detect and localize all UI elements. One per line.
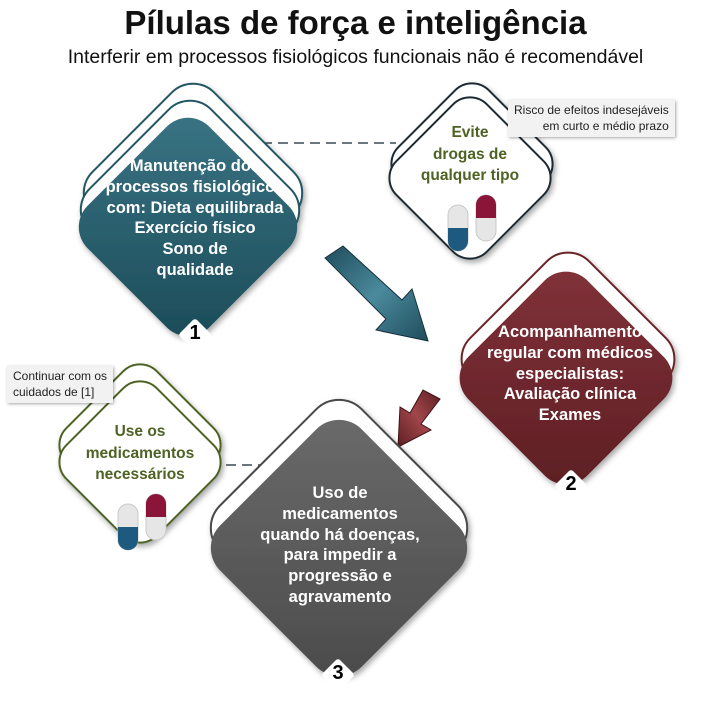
side-avoid-line: Evite [451,124,489,141]
side-use-line: necessários [95,466,185,484]
step-1-line: com: Dieta equilibrada [106,198,284,217]
step-1-text: Manutenção dos processos fisiológicos co… [95,156,295,281]
step-3-line: agravamento [288,587,392,606]
arrow-icon [397,389,441,448]
note-risk: Risco de efeitos indesejáveis em curto e… [508,100,675,138]
step-2-number: 2 [565,473,577,495]
step-1-line: Exercício físico [134,219,256,238]
step-1-line: Sono de [162,240,228,259]
step-3-line: Uso de [312,484,368,502]
step-2-line: Acompanhamento [498,323,642,341]
step-2-line: Exames [538,406,602,425]
step-1-line: Manutenção dos [129,157,261,175]
note-continue-line: Continuar com os [13,369,108,383]
side-avoid-line: drogas de [432,145,508,163]
step-1-number: 1 [189,322,201,344]
step-3-line: medicamentos [282,504,398,523]
note-risk-line: em curto e médio prazo [542,118,669,133]
step-3-text: Uso de medicamentos quando há doenças, p… [240,483,440,608]
note-continue-line: cuidados de [1] [13,384,95,399]
note-continue: Continuar com os cuidados de [1] [7,366,114,404]
page-subtitle: Interferir em processos fisiológicos fun… [67,46,644,68]
step-2-number-badge [555,470,587,502]
side-avoid-line: qualquer tipo [420,167,520,185]
capsule-icon [475,194,497,242]
note-risk-line: Risco de efeitos indesejáveis [514,103,669,117]
arrow-icon [324,245,429,342]
side-diamond-use [58,363,222,544]
capsule-icon [117,503,139,551]
side-avoid-text: Evite drogas de qualquer tipo [405,122,535,187]
step-1-diamond [78,82,304,337]
side-use-text: Use os medicamentos necessários [75,421,205,486]
step-3-diamond [209,398,469,677]
step-1-line: qualidade [156,260,234,279]
page-title: Pílulas de força e inteligência [124,4,587,41]
side-use-line: medicamentos [85,444,195,462]
step-3-line: para impedir a [283,546,397,565]
step-3-number: 3 [332,662,344,684]
capsule-icon [447,204,469,252]
step-1-line: processos fisiológicos [105,177,285,196]
step-2-text: Acompanhamento regular com médicos espec… [470,322,670,426]
step-3-line: progressão e [288,567,392,586]
step-2-line: especialistas: [515,364,625,383]
step-2-diamond [459,251,676,485]
side-use-line: Use os [114,423,166,440]
step-1-number-badge [179,319,211,351]
step-3-number-badge [322,659,354,691]
step-3-line: quando há doenças, [260,525,420,544]
capsule-icon [145,493,167,541]
step-2-line: regular com médicos [487,343,653,362]
step-2-line: Avaliação clínica [503,385,637,404]
